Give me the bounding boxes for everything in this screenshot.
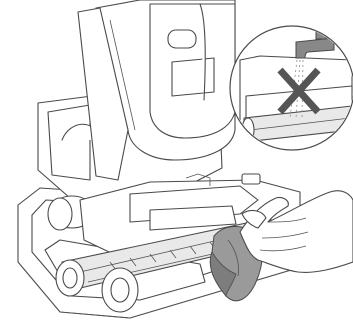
vacuum-column — [78, 0, 235, 180]
inset-no-water-detail — [230, 26, 353, 150]
latch — [242, 174, 260, 184]
release-button — [168, 30, 196, 48]
